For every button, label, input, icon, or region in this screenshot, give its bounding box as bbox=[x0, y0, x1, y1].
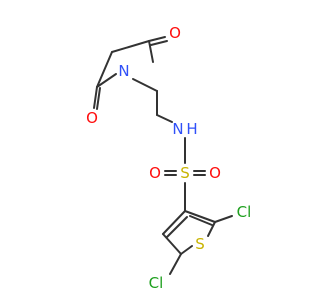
atom-label: Cl bbox=[149, 274, 164, 292]
bond bbox=[96, 87, 101, 110]
atom-label: Cl bbox=[237, 203, 252, 221]
bond bbox=[169, 253, 182, 275]
atom-label: O bbox=[86, 109, 98, 127]
atom-label: S bbox=[180, 164, 190, 182]
atom-label: N bbox=[118, 62, 129, 80]
bond bbox=[148, 36, 166, 42]
bond bbox=[189, 215, 213, 226]
bond bbox=[148, 40, 154, 63]
bond bbox=[207, 221, 216, 237]
atom-label: O bbox=[209, 164, 221, 182]
bond bbox=[111, 40, 150, 53]
atom-label: H bbox=[186, 120, 197, 138]
bond bbox=[184, 210, 216, 223]
bond bbox=[150, 40, 168, 46]
bond bbox=[166, 216, 188, 238]
bond bbox=[156, 114, 173, 123]
bond bbox=[93, 86, 98, 109]
bond bbox=[180, 245, 193, 255]
atom-label: S bbox=[195, 235, 205, 253]
atom-label: O bbox=[149, 164, 161, 182]
bond bbox=[132, 78, 158, 92]
bond bbox=[214, 215, 233, 223]
molecule-structure: O O N N H S O O S Cl Cl bbox=[86, 24, 252, 292]
atom-label: N bbox=[172, 120, 183, 138]
bond bbox=[162, 233, 182, 255]
bond bbox=[96, 51, 113, 88]
bond bbox=[162, 210, 186, 235]
bond bbox=[96, 73, 117, 88]
atom-label: O bbox=[169, 24, 181, 42]
